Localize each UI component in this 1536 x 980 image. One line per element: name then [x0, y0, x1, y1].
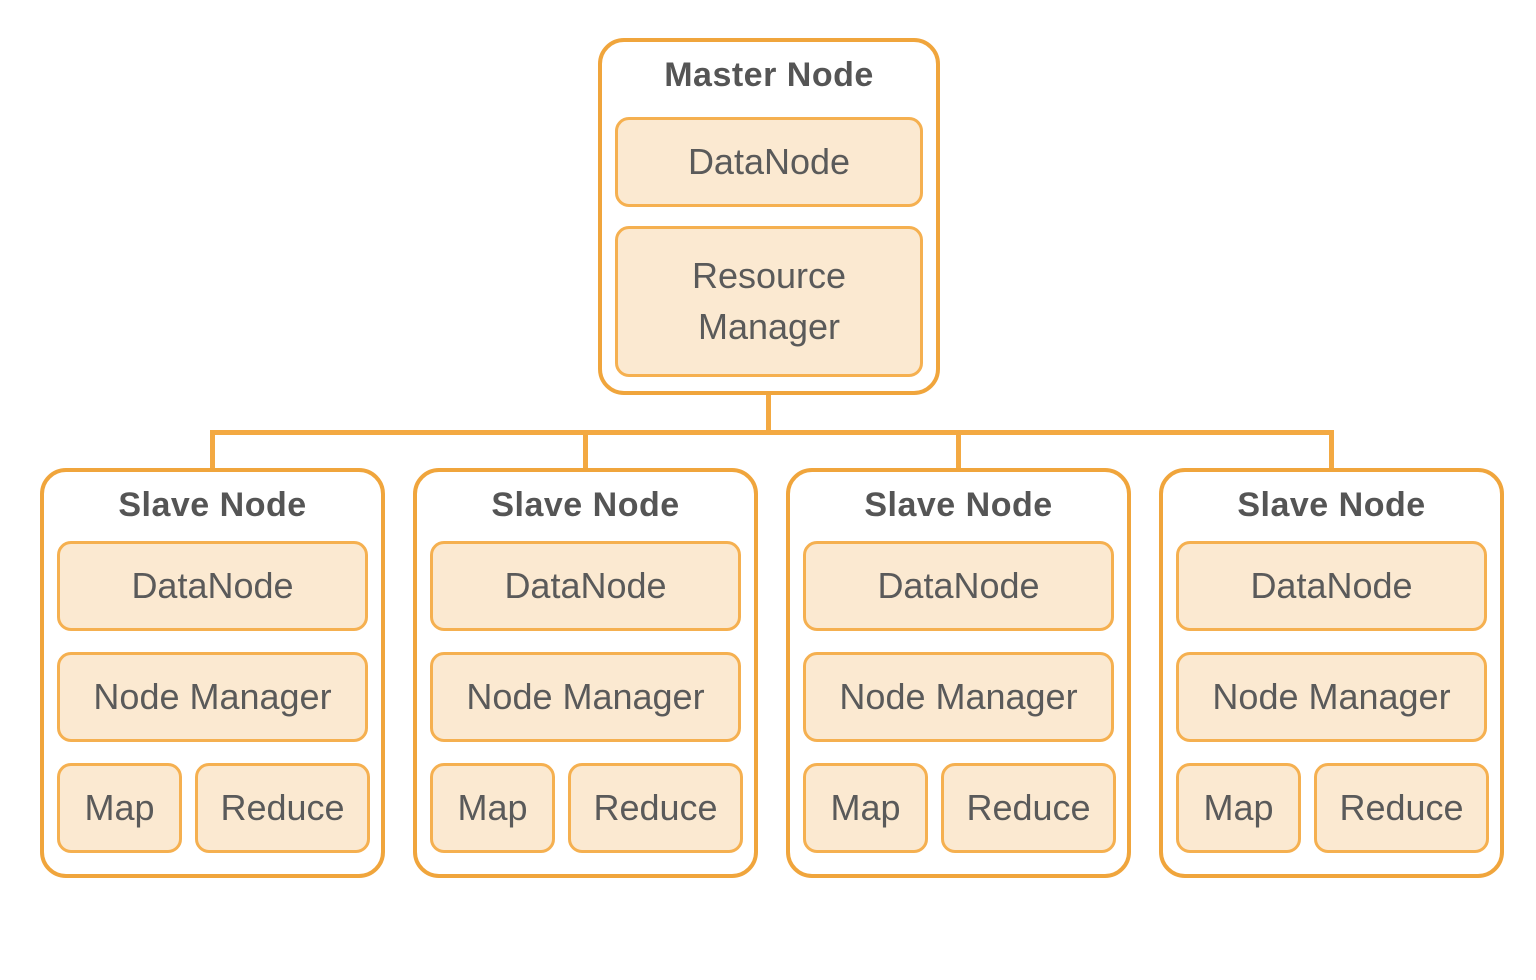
slave-2-reduce-box: Reduce [568, 763, 743, 853]
master-node: Master Node DataNode Resource Manager [598, 38, 940, 395]
slave-2-node-manager-box: Node Manager [430, 652, 741, 742]
slave-3-reduce-box: Reduce [941, 763, 1116, 853]
slave-1-map-box: Map [57, 763, 182, 853]
slave-3-datanode-box: DataNode [803, 541, 1114, 631]
connector-bus [210, 430, 1334, 435]
slave-3-node-manager-box: Node Manager [803, 652, 1114, 742]
slave-1-datanode-box: DataNode [57, 541, 368, 631]
slave-2-datanode-box: DataNode [430, 541, 741, 631]
master-resource-manager-label: Resource Manager [691, 255, 847, 347]
connector-master-stem [766, 391, 771, 433]
slave-4-map-box: Map [1176, 763, 1301, 853]
master-node-title: Master Node [664, 56, 874, 94]
slave-2-map-box: Map [430, 763, 555, 853]
connector-drop-slave-4 [1329, 430, 1334, 471]
slave-1-reduce-box: Reduce [195, 763, 370, 853]
connector-drop-slave-1 [210, 430, 215, 471]
connector-drop-slave-3 [956, 430, 961, 471]
slave-node-3: Slave Node DataNode Node Manager Map Red… [786, 468, 1131, 878]
connector-drop-slave-2 [583, 430, 588, 471]
slave-1-node-manager-box: Node Manager [57, 652, 368, 742]
slave-node-1: Slave Node DataNode Node Manager Map Red… [40, 468, 385, 878]
slave-node-4: Slave Node DataNode Node Manager Map Red… [1159, 468, 1504, 878]
master-datanode-box: DataNode [615, 117, 923, 207]
master-resource-manager-box: Resource Manager [615, 226, 923, 377]
slave-node-4-title: Slave Node [1237, 486, 1426, 524]
slave-node-3-title: Slave Node [864, 486, 1053, 524]
slave-4-node-manager-box: Node Manager [1176, 652, 1487, 742]
slave-node-2: Slave Node DataNode Node Manager Map Red… [413, 468, 758, 878]
slave-4-reduce-box: Reduce [1314, 763, 1489, 853]
slave-3-map-box: Map [803, 763, 928, 853]
slave-node-2-title: Slave Node [491, 486, 680, 524]
slave-4-datanode-box: DataNode [1176, 541, 1487, 631]
slave-node-1-title: Slave Node [118, 486, 307, 524]
